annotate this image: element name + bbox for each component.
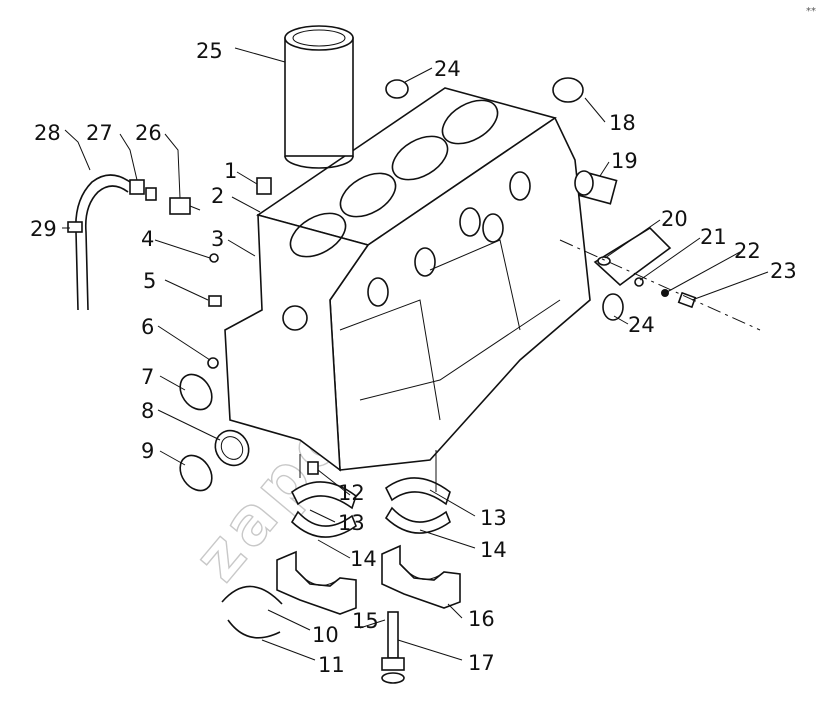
ball-6 [207,357,219,369]
callout-28: 28 [34,121,61,145]
callout-20: 20 [661,207,688,231]
callout-4: 4 [141,227,154,251]
callout-10: 10 [312,623,339,647]
axis-line [559,239,761,331]
pipe-29-outer [84,185,129,311]
callout-24-right: 24 [628,313,655,337]
dowel-1 [256,177,272,195]
side-port [482,213,504,243]
plug-5 [208,295,222,307]
callout-23: 23 [770,259,797,283]
plug-24-top [385,79,409,99]
block-rib [339,299,441,421]
callout-17: 17 [468,651,495,675]
callout-25: 25 [196,39,223,63]
callout-7: 7 [141,365,154,389]
bushing-19 [574,170,618,205]
cylinder-bore-1 [289,212,347,258]
callout-9: 9 [141,439,154,463]
callout-15: 15 [352,609,379,633]
callout-18: 18 [609,111,636,135]
plug-18 [552,77,584,103]
block-rib [429,239,521,331]
callout-5: 5 [143,269,156,293]
side-port [509,171,531,201]
pipe-clip [67,221,83,233]
bolt-23 [677,291,697,309]
callout-14-left: 14 [350,547,377,571]
callout-16: 16 [468,607,495,631]
liner-top-inner [292,29,346,47]
cylinder-liner [284,25,354,169]
bearing-cap-left [276,550,357,615]
side-port [459,207,481,237]
fitting-26-stem [189,205,201,211]
cylinder-bore-3 [391,135,449,181]
cylinder-bore-4 [441,99,499,145]
side-port [414,247,436,277]
bearing-cap-right [381,544,461,609]
cylinder-bore-2 [339,172,397,218]
corner-mark: ** [806,6,816,17]
callout-13-left: 13 [338,511,365,535]
thrust-ring-11 [227,619,281,639]
dowel-12 [307,461,319,475]
callout-27: 27 [86,121,113,145]
fitting-26 [169,197,191,215]
ball-4 [209,253,219,263]
bushing-8 [214,429,250,467]
fitting-27b [145,187,157,201]
callout-2: 2 [211,184,224,208]
block-rear [224,213,370,472]
callout-19: 19 [611,149,638,173]
engine-block [224,87,591,472]
ring-7 [179,373,213,411]
callout-26: 26 [135,121,162,145]
side-port [367,277,389,307]
callout-8: 8 [141,399,154,423]
washer-22 [661,289,669,297]
callout-22: 22 [734,239,761,263]
callout-3: 3 [211,227,224,251]
callout-11: 11 [318,653,345,677]
callout-1: 1 [224,159,237,183]
oil-pipe-assembly [67,174,201,311]
callout-14-right: 14 [480,538,507,562]
liner-bottom [284,155,354,169]
callout-24: 24 [434,57,461,81]
pin-20 [597,256,611,266]
leader-lines [62,47,769,661]
block-rib [359,299,561,401]
bearing-shells-right [384,477,451,534]
rear-port [282,305,308,331]
thrust-ring-10 [221,585,283,605]
callout-13-right: 13 [480,506,507,530]
bolt-15 [381,611,405,684]
plug-24-right [602,293,624,321]
bearing-shells-left [290,481,357,538]
ring-9 [179,454,213,492]
washer-21 [634,277,644,287]
callout-labels: 25 24 18 19 28 27 26 29 1 2 3 4 5 6 7 8 … [30,39,797,677]
callout-29: 29 [30,217,57,241]
callout-21: 21 [700,225,727,249]
pipe-29 [75,174,131,311]
callout-6: 6 [141,315,154,339]
callout-12: 12 [338,481,365,505]
liner-body [284,37,354,157]
fitting-27 [129,179,145,195]
